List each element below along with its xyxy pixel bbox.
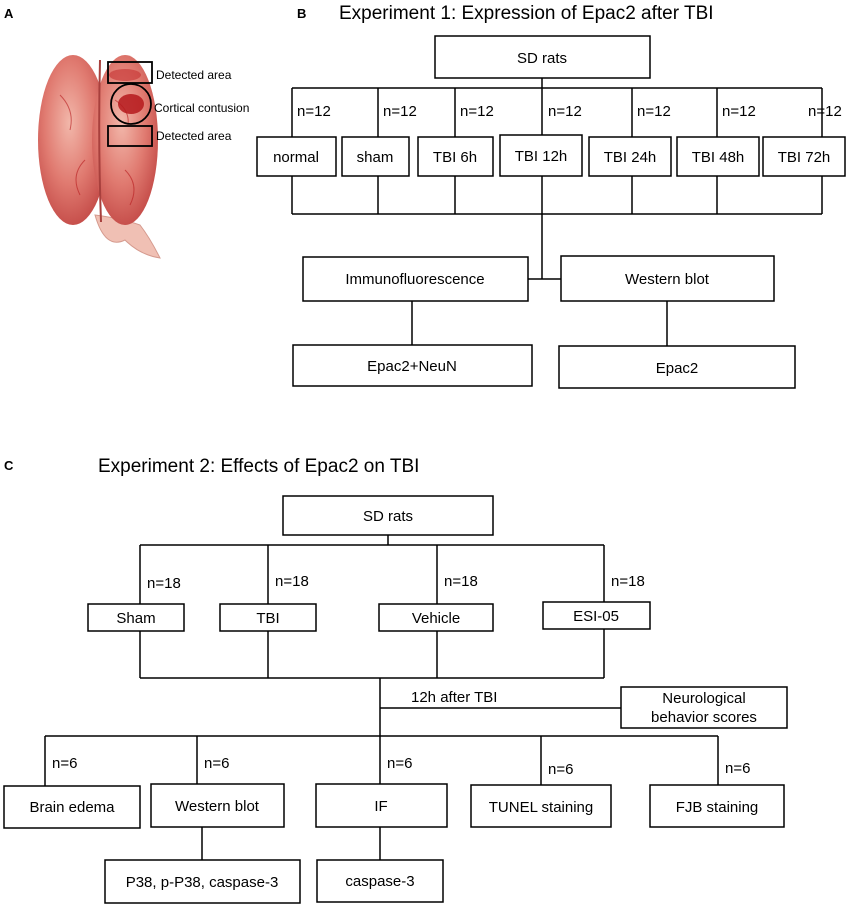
b-method-western-blot: Western blot [560, 255, 775, 302]
c-root-label: SD rats [363, 508, 413, 525]
c-result-label-2: caspase-3 [345, 873, 414, 890]
b-result-epac2: Epac2 [558, 345, 796, 389]
c-group-sham: Sham [87, 603, 185, 632]
c-behavior-line1: Neurological [662, 690, 745, 707]
b-group-tbi-48h: TBI 48h [676, 136, 760, 177]
panel-a-letter: A [4, 6, 14, 21]
c-group-tbi: TBI [219, 603, 317, 632]
c-result-p38: P38, p-P38, caspase-3 [104, 859, 301, 904]
c-root-box: SD rats [282, 495, 494, 536]
b-group-tbi-72h: TBI 72h [762, 136, 846, 177]
b-root-box: SD rats [434, 35, 651, 79]
b-group-n-4: n=12 [548, 103, 582, 120]
b-result-label-1: Epac2+NeuN [367, 358, 457, 375]
b-group-tbi-6h: TBI 6h [417, 136, 494, 177]
b-group-normal: normal [256, 136, 337, 177]
b-group-n-1: n=12 [297, 103, 331, 120]
detected-area-top-label: Detected area [156, 68, 232, 82]
c-behavior-line2: behavior scores [651, 709, 757, 726]
c-assay-n-2: n=6 [204, 755, 229, 772]
b-group-label-1: normal [273, 149, 319, 166]
panel-b: B Experiment 1: Expression of Epac2 afte… [256, 3, 846, 389]
contusion-marker [110, 83, 152, 125]
b-method-label-1: Immunofluorescence [345, 271, 484, 288]
contusion-lesion-edge [109, 69, 141, 81]
c-assay-n-5: n=6 [725, 760, 750, 777]
brain-photo [38, 55, 161, 259]
c-assay-if: IF [315, 783, 448, 828]
c-assay-label-5: FJB staining [676, 799, 759, 816]
b-group-label-2: sham [357, 149, 394, 166]
b-group-label-3: TBI 6h [433, 149, 477, 166]
c-group-label-4: ESI-05 [573, 608, 619, 625]
c-assay-label-1: Brain edema [29, 799, 115, 816]
c-assay-n-3: n=6 [387, 755, 412, 772]
c-group-n-1: n=18 [147, 575, 181, 592]
b-group-label-6: TBI 48h [692, 149, 745, 166]
c-result-label-1: P38, p-P38, caspase-3 [126, 874, 279, 891]
b-group-n-6: n=12 [722, 103, 756, 120]
panel-a: A Detected area Cortical contusion Detec… [4, 6, 249, 259]
b-group-sham: sham [341, 136, 410, 177]
cortical-contusion-label: Cortical contusion [154, 101, 249, 115]
c-group-label-3: Vehicle [412, 610, 460, 627]
b-group-n-7: n=12 [808, 103, 842, 120]
c-group-n-4: n=18 [611, 573, 645, 590]
c-timepoint-label: 12h after TBI [411, 689, 497, 706]
c-group-label-1: Sham [116, 610, 155, 627]
c-group-label-2: TBI [256, 610, 279, 627]
c-behavior-box: Neurological behavior scores [620, 686, 788, 729]
b-group-label-7: TBI 72h [778, 149, 831, 166]
contusion-lesion [118, 94, 144, 114]
panel-b-title: Experiment 1: Expression of Epac2 after … [339, 3, 714, 24]
detected-area-bottom-marker [107, 125, 153, 147]
b-group-n-3: n=12 [460, 103, 494, 120]
panel-b-letter: B [297, 6, 306, 21]
panel-c-title: Experiment 2: Effects of Epac2 on TBI [98, 456, 419, 477]
c-assay-western-blot: Western blot [150, 783, 285, 828]
b-result-label-2: Epac2 [656, 360, 699, 377]
c-assay-label-2: Western blot [175, 798, 260, 815]
c-group-esi05: ESI-05 [542, 601, 651, 630]
detected-area-top-marker [107, 61, 153, 84]
panel-c: C Experiment 2: Effects of Epac2 on TBI … [3, 456, 788, 904]
c-assay-tunel: TUNEL staining [470, 784, 612, 828]
c-result-caspase3: caspase-3 [316, 859, 444, 903]
b-method-immunofluorescence: Immunofluorescence [302, 256, 529, 302]
c-assay-n-1: n=6 [52, 755, 77, 772]
b-group-n-5: n=12 [637, 103, 671, 120]
c-assay-label-3: IF [374, 798, 387, 815]
brain-vessels [59, 94, 135, 206]
c-assay-brain-edema: Brain edema [3, 785, 141, 829]
c-group-n-2: n=18 [275, 573, 309, 590]
b-group-tbi-24h: TBI 24h [588, 136, 672, 177]
c-assay-n-4: n=6 [548, 761, 573, 778]
b-root-label: SD rats [517, 50, 567, 67]
b-group-label-4: TBI 12h [515, 148, 568, 165]
b-method-label-2: Western blot [625, 271, 710, 288]
c-group-vehicle: Vehicle [378, 603, 494, 632]
c-assay-fjb: FJB staining [649, 784, 785, 828]
panel-c-letter: C [4, 458, 14, 473]
b-result-epac2-neun: Epac2+NeuN [292, 344, 533, 387]
b-group-tbi-12h: TBI 12h [499, 134, 583, 177]
brain-left-hemisphere [38, 55, 108, 225]
brain-right-hemisphere [92, 55, 158, 225]
brain-midline [98, 59, 102, 223]
b-group-n-2: n=12 [383, 103, 417, 120]
detected-area-bottom-label: Detected area [156, 129, 232, 143]
b-group-label-5: TBI 24h [604, 149, 657, 166]
c-group-n-3: n=18 [444, 573, 478, 590]
c-assay-label-4: TUNEL staining [489, 799, 594, 816]
